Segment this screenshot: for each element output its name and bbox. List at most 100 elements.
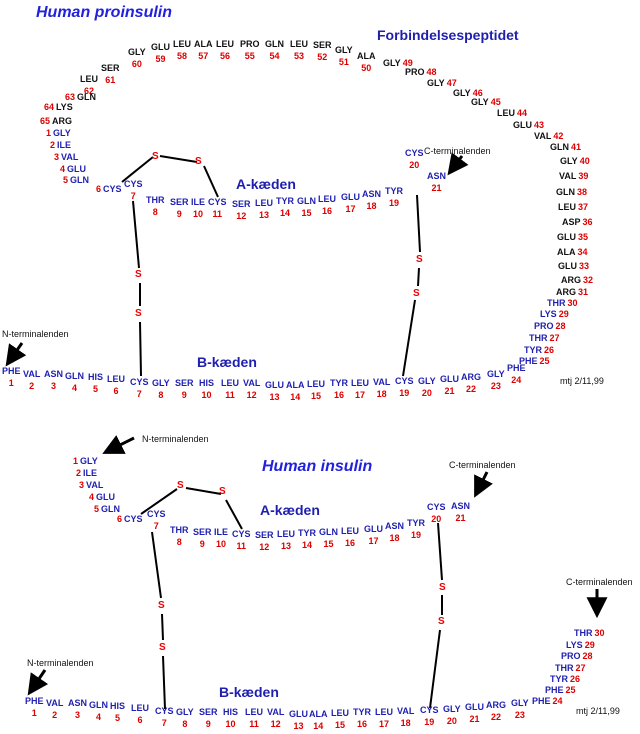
residue-number: 39 [578,171,589,181]
residue-name: ILE [57,140,72,150]
pro-sulfur-4: S [135,308,142,319]
residue-number: 17 [378,719,389,729]
residue-name: GLU [67,164,87,174]
residue-number: 30 [594,628,605,638]
ins-sulfur-4: S [159,642,166,653]
residue-name: HIS [199,378,215,388]
residue-name: CYS [420,705,439,715]
residue-number: 7 [130,191,136,201]
residue-name: HIS [110,701,126,711]
residue-number: 5 [93,384,99,394]
residue-number: 64 [44,102,55,112]
residue-name: SER [170,197,189,207]
residue-number: 8 [152,207,158,217]
residue-name: GLY [335,45,353,55]
residue-number: 32 [583,275,594,285]
residue-number: 62 [83,86,94,96]
residue-name: ILE [191,197,206,207]
residue-number: 29 [584,640,595,650]
residue-number: 8 [176,537,182,547]
residue-number: 13 [293,721,304,731]
residue-number: 28 [582,651,593,661]
pro-c-terminal-arrow [447,152,469,176]
residue-number: 21 [431,183,442,193]
residue-number: 3 [54,152,60,162]
residue-name: ASN [68,698,88,708]
residue-name: GLU [440,374,459,384]
residue-number: 2 [50,140,56,150]
residue-number: 37 [578,202,589,212]
residue-number: 20 [431,514,442,524]
ins-b-chain-label: B-kæden [219,684,279,700]
residue-number: 9 [176,209,182,219]
residue-name: LYS [540,309,557,319]
pro-sulfur-5: S [416,254,423,265]
residue-number: 3 [79,480,85,490]
residue-name: GLU [557,232,576,242]
residue-number: 12 [246,390,257,400]
residue-name: GLY [453,88,471,98]
residue-number: 5 [63,175,69,185]
residue-name: LEU [277,529,295,539]
residue-number: 19 [410,530,421,540]
residue-name: HIS [223,707,239,717]
residue-name: GLY [53,128,71,138]
ins-n-terminal-a-label: N-terminalenden [142,434,209,444]
residue-number: 20 [409,160,420,170]
residue-number: 5 [94,504,100,514]
residue-name: GLN [65,371,84,381]
residue-name: VAL [373,377,391,387]
residue-number: 14 [279,208,290,218]
residue-name: ALA [357,51,376,61]
ins-c-terminal-a-arrow [474,471,493,498]
residue-number: 8 [158,390,164,400]
residue-number: 54 [269,51,280,61]
residue-name: LEU [216,39,234,49]
residue-number: 23 [490,381,501,391]
residue-number: 12 [259,542,270,552]
ins-sulfur-2: S [219,486,226,497]
residue-name: ARG [461,372,481,382]
residue-number: 11 [249,719,259,729]
residue-name: TYR [524,345,542,355]
residue-name: THR [170,525,189,535]
residue-number: 6 [96,184,102,194]
residue-name: LEU [318,194,336,204]
residue-name: LYS [56,102,73,112]
residue-name: VAL [23,369,41,379]
